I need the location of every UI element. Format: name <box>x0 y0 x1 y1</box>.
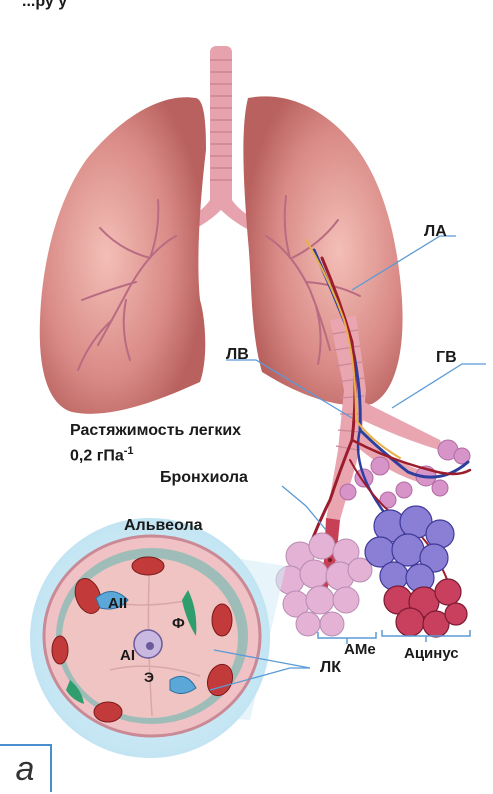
header-fragment: ...ру у <box>22 0 67 10</box>
panel-letter: а <box>0 744 52 792</box>
label-lk: ЛК <box>320 660 341 676</box>
label-gv: ГВ <box>436 350 457 366</box>
compliance-line-2: 0,2 гПа <box>70 447 124 464</box>
label-ame: AMe <box>344 642 376 657</box>
alveolus-zoom <box>30 518 286 758</box>
label-compliance: Растяжимость легких 0,2 гПа-1 <box>70 420 241 466</box>
label-acinus: Ацинус <box>404 646 459 661</box>
label-e: Э <box>144 670 154 684</box>
label-aii: AII <box>108 596 127 611</box>
label-ai: AI <box>120 648 135 663</box>
left-lung <box>40 97 206 414</box>
label-f: Ф <box>172 616 185 631</box>
label-alveola: Альвеола <box>124 518 203 534</box>
right-lung <box>243 96 402 405</box>
alveolar-lobule <box>276 533 372 636</box>
label-la: ЛА <box>424 224 447 240</box>
label-lv: ЛВ <box>226 347 249 363</box>
compliance-superscript: -1 <box>124 445 134 457</box>
compliance-line-1: Растяжимость легких <box>70 422 241 439</box>
acinus-cluster <box>365 506 467 637</box>
label-bronchiole: Бронхиола <box>160 470 248 486</box>
